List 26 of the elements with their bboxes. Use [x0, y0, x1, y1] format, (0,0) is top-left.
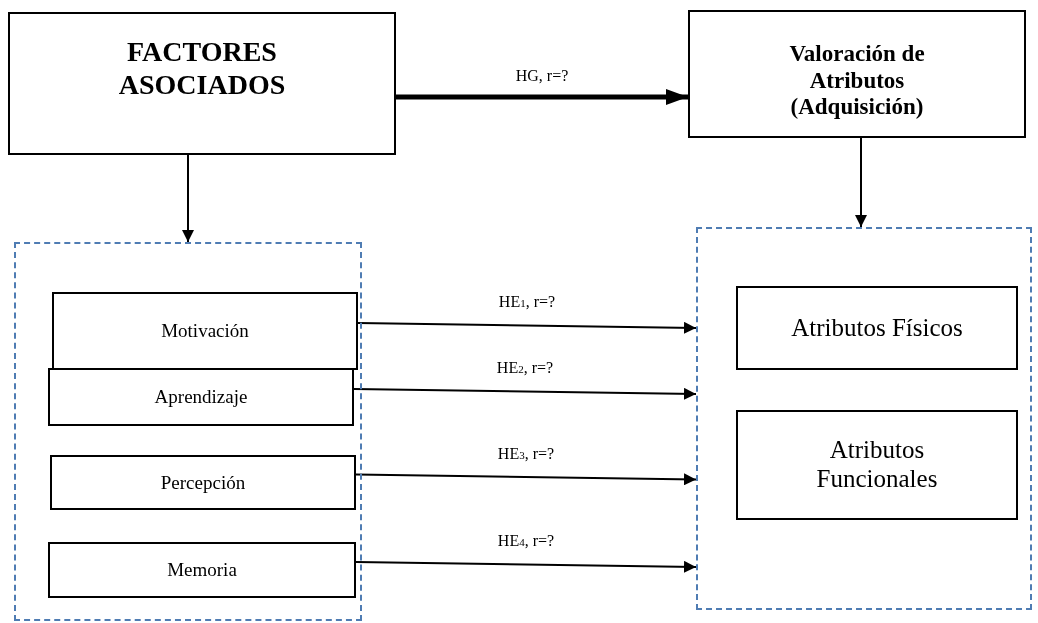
box-text: FACTORES ASOCIADOS [117, 36, 287, 101]
arrow [396, 89, 688, 105]
edge-label: HG, r=? [513, 67, 571, 85]
box-text: Valoración de Atributos (Adquisición) [788, 41, 926, 121]
box-text: Percepción [159, 471, 247, 494]
box-text: Memoria [166, 559, 238, 581]
arrow [353, 387, 697, 400]
box-text: Atributos Funcionales [815, 436, 939, 494]
arrow [355, 560, 697, 573]
concept-box [52, 292, 358, 370]
box-text: Motivación [160, 320, 250, 342]
dashed-group-frame [696, 227, 1032, 610]
concept-box [688, 10, 1026, 138]
arrow [357, 321, 697, 334]
concept-box [8, 12, 396, 155]
concept-box [50, 455, 356, 510]
box-text: Aprendizaje [153, 386, 249, 408]
concept-box [48, 542, 356, 598]
arrow [182, 154, 194, 243]
concept-box [48, 368, 354, 426]
concept-box [736, 410, 1018, 520]
concept-box [736, 286, 1018, 370]
box-text: Atributos Físicos [790, 313, 964, 343]
dashed-group-frame [14, 242, 362, 621]
arrow [355, 473, 697, 486]
arrow [855, 137, 867, 228]
